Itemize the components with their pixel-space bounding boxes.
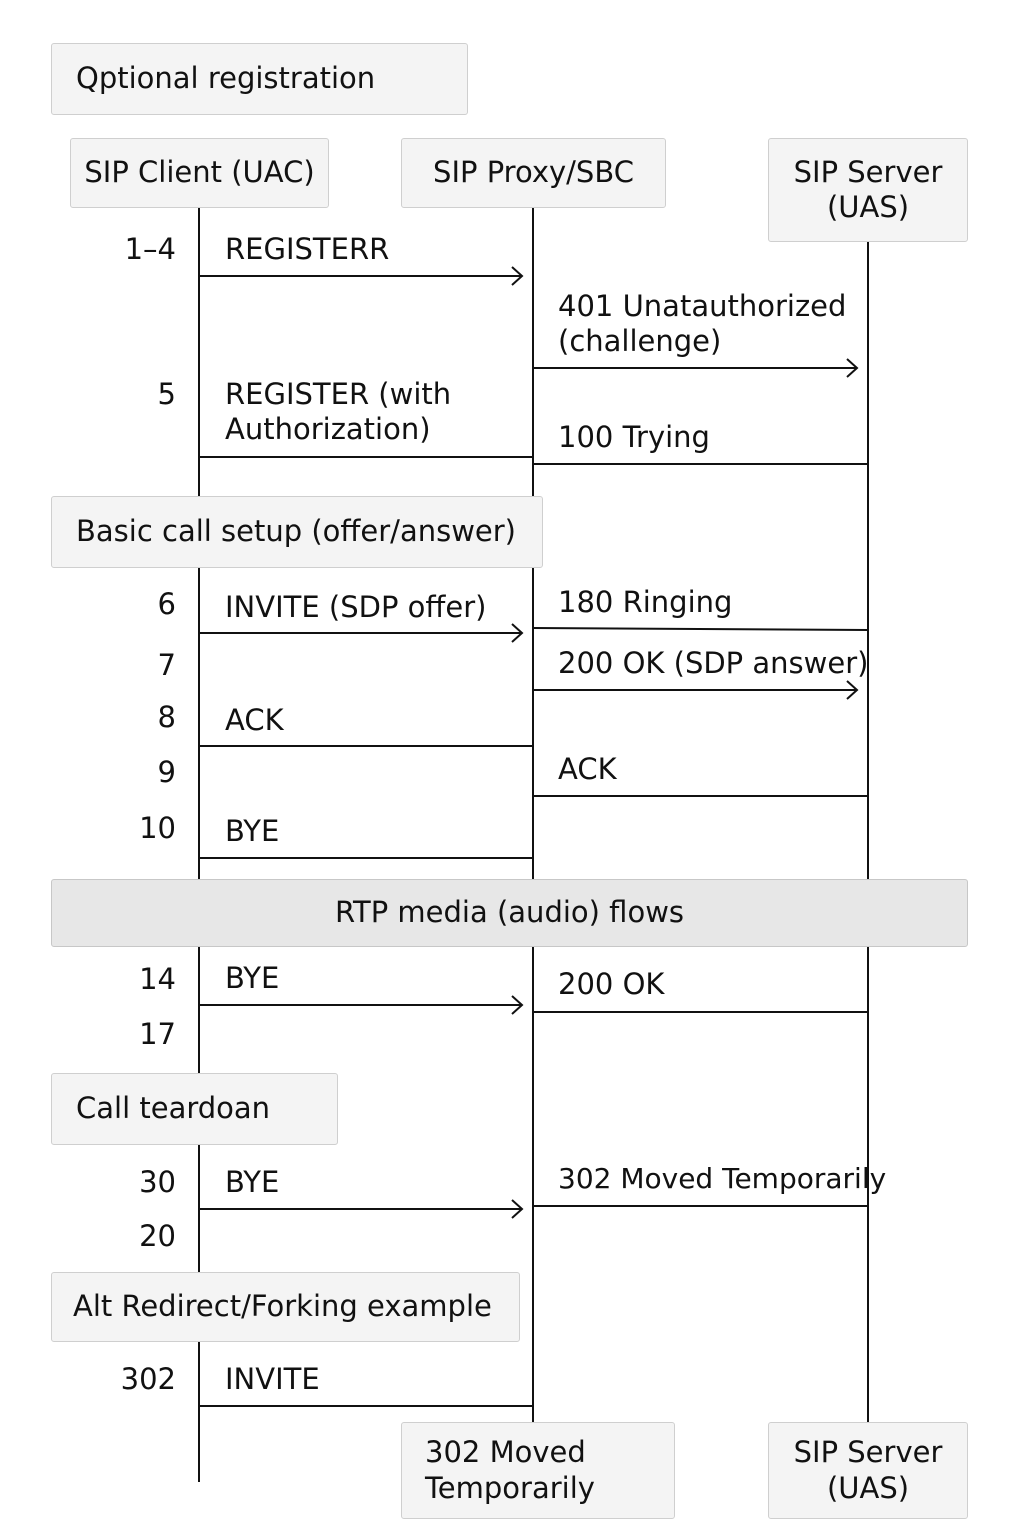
section-teardown-label: Call teardoan bbox=[76, 1091, 271, 1126]
message-register-auth: REGISTER (with Authorization) bbox=[225, 377, 451, 447]
ok-sdp-arrowhead bbox=[846, 680, 859, 700]
message-180-ringing: 180 Ringing bbox=[558, 585, 733, 619]
participant-server-label-line1: SIP Server bbox=[793, 154, 943, 189]
step-number: 30 bbox=[139, 1165, 176, 1199]
step-number: 9 bbox=[157, 755, 176, 789]
message-bye-30: BYE bbox=[225, 1165, 280, 1199]
step-number: 10 bbox=[139, 811, 176, 845]
message-invite: INVITE (SDP offer) bbox=[225, 590, 487, 624]
message-invite-302: INVITE bbox=[225, 1362, 320, 1396]
participant-bottom-proxy-line2: Temporarily bbox=[425, 1470, 595, 1505]
register-arrowhead bbox=[511, 266, 524, 286]
message-bye-10: BYE bbox=[225, 814, 280, 848]
bye-30-arrowhead bbox=[511, 1199, 524, 1219]
message-100-trying: 100 Trying bbox=[558, 420, 710, 454]
participant-server: SIP Server (UAS) bbox=[768, 138, 968, 242]
section-registration-label: Qptional registration bbox=[76, 61, 376, 96]
step-number: 8 bbox=[157, 700, 176, 734]
bye-14-arrowhead bbox=[511, 995, 524, 1015]
section-call-setup: Basic call setup (offer/answer) bbox=[51, 496, 543, 568]
participant-proxy-label: SIP Proxy/SBC bbox=[433, 155, 634, 190]
section-media-label: RTP media (audio) flows bbox=[334, 895, 685, 930]
message-401-line2: (challenge) bbox=[558, 323, 722, 358]
ringing-line bbox=[532, 627, 869, 631]
participant-bottom-proxy: 302 Moved Temporarily bbox=[401, 1422, 675, 1519]
section-media: RTP media (audio) flows bbox=[51, 879, 968, 947]
participant-bottom-server-line2: (UAS) bbox=[826, 1470, 910, 1505]
section-call-setup-label: Basic call setup (offer/answer) bbox=[76, 514, 516, 549]
message-401-line1: 401 Unatauthorized bbox=[558, 289, 847, 323]
participant-proxy: SIP Proxy/SBC bbox=[401, 138, 666, 208]
message-bye-14: BYE bbox=[225, 961, 280, 995]
participant-bottom-proxy-line1: 302 Moved bbox=[425, 1435, 586, 1470]
message-401: 401 Unatauthorized (challenge) bbox=[558, 289, 846, 359]
participant-bottom-server: SIP Server (UAS) bbox=[768, 1422, 968, 1519]
message-register-auth-line1: REGISTER (with bbox=[225, 377, 452, 411]
step-number: 6 bbox=[157, 587, 176, 621]
step-number: 7 bbox=[157, 648, 176, 682]
message-register: REGISTERR bbox=[225, 232, 390, 266]
message-200-ok: 200 OK bbox=[558, 967, 665, 1001]
invite-arrowhead bbox=[511, 623, 524, 643]
step-number: 20 bbox=[139, 1219, 176, 1253]
message-ack-left: ACK bbox=[225, 703, 284, 737]
section-registration: Qptional registration bbox=[51, 43, 468, 115]
message-ack-right: ACK bbox=[558, 752, 617, 786]
message-302: 302 Moved Temporarily bbox=[558, 1162, 887, 1195]
participant-client-label: SIP Client (UAC) bbox=[84, 155, 315, 190]
message-200-sdp: 200 OK (SDP answer) bbox=[558, 646, 869, 680]
step-number: 5 bbox=[157, 377, 176, 411]
section-redirect-label: Alt Redirect/Forking example bbox=[73, 1289, 492, 1324]
participant-server-label-line2: (UAS) bbox=[826, 190, 910, 224]
message-register-auth-line2: Authorization) bbox=[225, 411, 431, 446]
step-number: 1–4 bbox=[124, 232, 176, 266]
step-number: 302 bbox=[120, 1362, 176, 1396]
participant-client: SIP Client (UAC) bbox=[70, 138, 329, 208]
step-number: 17 bbox=[139, 1017, 176, 1051]
step-number: 14 bbox=[139, 962, 176, 996]
unauthorized-arrowhead bbox=[846, 358, 859, 378]
participant-bottom-server-line1: SIP Server bbox=[793, 1435, 943, 1470]
section-redirect: Alt Redirect/Forking example bbox=[51, 1272, 520, 1342]
section-teardown: Call teardoan bbox=[51, 1073, 338, 1145]
